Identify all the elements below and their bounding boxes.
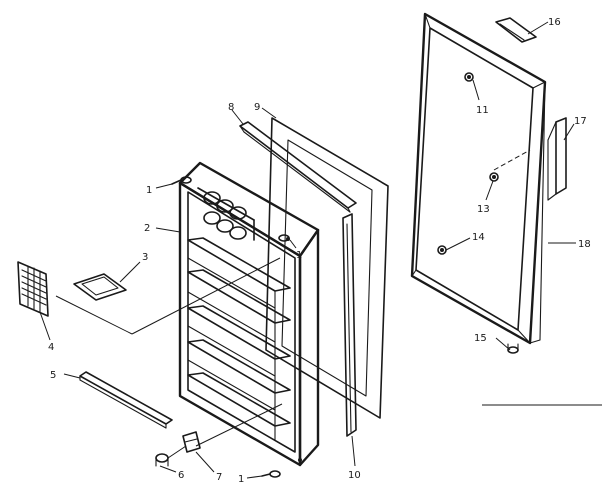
side-rail [342,213,357,437]
callout-1-bottom: 1 [238,474,244,485]
bottom-trim-strip [79,371,173,429]
door-latch [182,431,201,453]
plug-button-13 [489,172,499,182]
outer-door-panel [410,12,547,345]
callout-7: 7 [216,472,222,483]
callout-2: 2 [144,223,150,234]
vent-grille [17,261,49,317]
shelf-bar-top [239,121,357,213]
door-gasket [265,117,389,419]
callout-16: 16 [548,17,561,28]
screw-top [171,176,192,185]
callout-5: 5 [50,370,56,381]
screw-bottom [261,470,281,478]
latch-knob [155,453,169,467]
callout-13: 13 [477,204,490,215]
callout-8: 8 [228,102,234,113]
callout-6: 6 [178,470,184,481]
callout-1-top: 1 [146,185,152,196]
callout-17: 17 [574,116,587,127]
callout-9: 9 [254,102,260,113]
callout-14: 14 [472,232,485,243]
callout-18: 18 [578,239,591,250]
retainer-clip [73,273,127,301]
bottom-hinge-pin [507,343,519,354]
screw-middle [278,234,290,242]
callout-10: 10 [348,470,361,481]
door-handle [547,117,567,201]
plug-button-14 [437,245,447,255]
callout-3: 3 [142,252,148,263]
callout-11: 11 [476,105,489,116]
plug-button-11 [464,72,474,82]
callout-4: 4 [48,342,54,353]
top-hinge [495,17,537,43]
callout-1-middle: 1 [296,250,302,261]
callout-15: 15 [474,333,487,344]
